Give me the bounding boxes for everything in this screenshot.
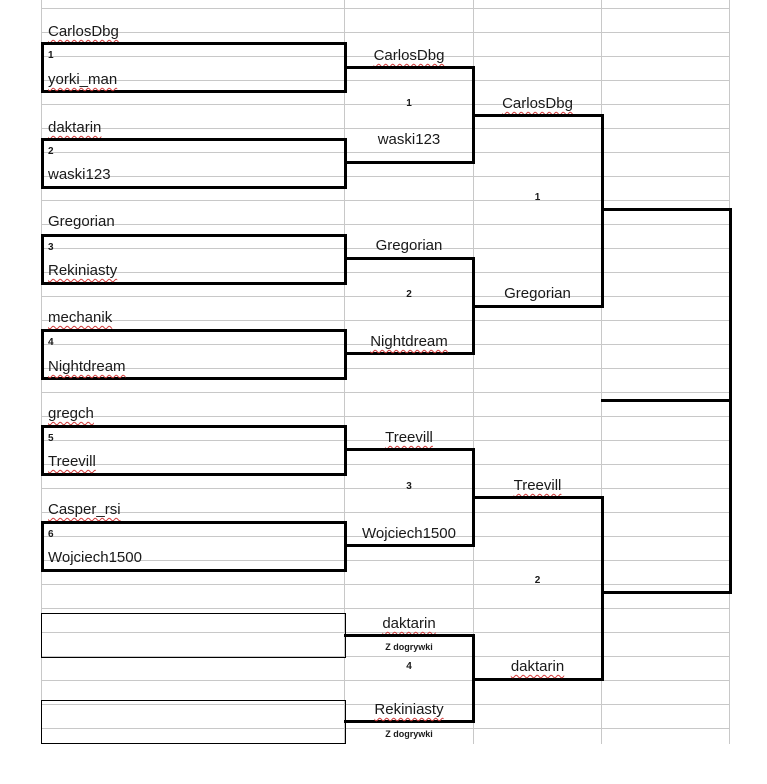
r1-m4-number: 4 bbox=[48, 337, 54, 348]
r3-m2-bottom[interactable]: daktarin bbox=[510, 658, 565, 675]
grid-row-line bbox=[41, 440, 730, 441]
r2-m4-top-note: Z dogrywki bbox=[385, 642, 433, 652]
r2-m4-bottom[interactable]: Rekiniasty bbox=[374, 701, 444, 718]
grid-row-line bbox=[41, 680, 730, 681]
grid-row-line bbox=[41, 728, 730, 729]
r3-m1-bottom[interactable]: Gregorian bbox=[504, 285, 571, 302]
grid-row-line bbox=[41, 32, 730, 33]
grid-row-line bbox=[41, 152, 730, 153]
r2-m3-number: 3 bbox=[406, 481, 412, 492]
grid-row-line bbox=[41, 416, 730, 417]
r1-m4-bottom[interactable]: Nightdream bbox=[48, 358, 126, 375]
grid-row-line bbox=[41, 176, 730, 177]
r1-m1-top[interactable]: CarlosDbg bbox=[48, 23, 119, 40]
r2-m4-top[interactable]: daktarin bbox=[382, 615, 436, 632]
grid-row-line bbox=[41, 584, 730, 585]
grid-row-line bbox=[41, 632, 730, 633]
r3-m2-number: 2 bbox=[534, 575, 541, 586]
r1-m2-bottom[interactable]: waski123 bbox=[48, 166, 111, 183]
grid-row-line bbox=[41, 296, 730, 297]
r2-m4-bottom-note: Z dogrywki bbox=[385, 729, 433, 739]
final-bracket-midline bbox=[601, 399, 730, 402]
grid-col-line bbox=[601, 0, 602, 744]
final-bracket-box bbox=[601, 208, 732, 594]
r1-m6-bottom[interactable]: Wojciech1500 bbox=[48, 549, 142, 566]
r2-m1-top[interactable]: CarlosDbg bbox=[373, 47, 445, 64]
r2-m1-bottom[interactable]: waski123 bbox=[377, 131, 441, 148]
r2-m2-top[interactable]: Gregorian bbox=[375, 237, 443, 254]
r2-m4-number: 4 bbox=[406, 661, 412, 672]
grid-row-line bbox=[41, 272, 730, 273]
r1-m3-bottom[interactable]: Rekiniasty bbox=[48, 262, 118, 279]
grid-col-line bbox=[473, 0, 474, 744]
grid-row-line bbox=[41, 368, 730, 369]
grid-row-line bbox=[41, 464, 730, 465]
r3-m2-top[interactable]: Treevill bbox=[513, 477, 562, 494]
grid-row-line bbox=[41, 56, 730, 57]
r1-empty-slot[interactable] bbox=[41, 613, 346, 658]
r1-m6-number: 6 bbox=[48, 529, 54, 540]
grid-row-line bbox=[41, 344, 730, 345]
r1-m2-number: 2 bbox=[48, 146, 54, 157]
r1-m5-bottom[interactable]: Treevill bbox=[48, 453, 96, 470]
r1-m2-top[interactable]: daktarin bbox=[48, 119, 102, 136]
grid-row-line bbox=[41, 248, 730, 249]
r1-m6-top[interactable]: Casper_rsi bbox=[48, 501, 121, 518]
r1-m1-number: 1 bbox=[48, 50, 54, 61]
grid-row-line bbox=[41, 104, 730, 105]
grid-row-line bbox=[41, 80, 730, 81]
r3-m1-number: 1 bbox=[534, 192, 541, 203]
grid-row-line bbox=[41, 8, 730, 9]
grid-row-line bbox=[41, 704, 730, 705]
grid-row-line bbox=[41, 200, 730, 201]
r1-m3-top[interactable]: Gregorian bbox=[48, 213, 115, 230]
r1-m5-number: 5 bbox=[48, 433, 54, 444]
r1-m3-number: 3 bbox=[48, 242, 54, 253]
r3-m1-top[interactable]: CarlosDbg bbox=[502, 95, 573, 112]
grid-row-line bbox=[41, 560, 730, 561]
grid-row-line bbox=[41, 608, 730, 609]
r3-m2-box bbox=[473, 496, 604, 681]
r2-m2-bottom[interactable]: Nightdream bbox=[370, 333, 448, 350]
grid-row-line bbox=[41, 128, 730, 129]
grid-row-line bbox=[41, 488, 730, 489]
r2-m2-number: 2 bbox=[406, 289, 412, 300]
r1-m4-top[interactable]: mechanik bbox=[48, 309, 113, 326]
grid-row-line bbox=[41, 392, 730, 393]
r2-m3-top[interactable]: Treevill bbox=[385, 429, 433, 446]
grid-row-line bbox=[41, 656, 730, 657]
grid-row-line bbox=[41, 512, 730, 513]
r1-empty-slot[interactable] bbox=[41, 700, 346, 744]
grid-row-line bbox=[41, 536, 730, 537]
r3-m1-box bbox=[473, 114, 604, 308]
r2-m1-number: 1 bbox=[406, 98, 412, 109]
r1-m5-top[interactable]: gregch bbox=[48, 405, 94, 422]
grid-row-line bbox=[41, 224, 730, 225]
r1-m1-bottom[interactable]: yorki_man bbox=[48, 71, 118, 88]
grid-row-line bbox=[41, 320, 730, 321]
r2-m3-bottom[interactable]: Wojciech1500 bbox=[362, 525, 456, 542]
